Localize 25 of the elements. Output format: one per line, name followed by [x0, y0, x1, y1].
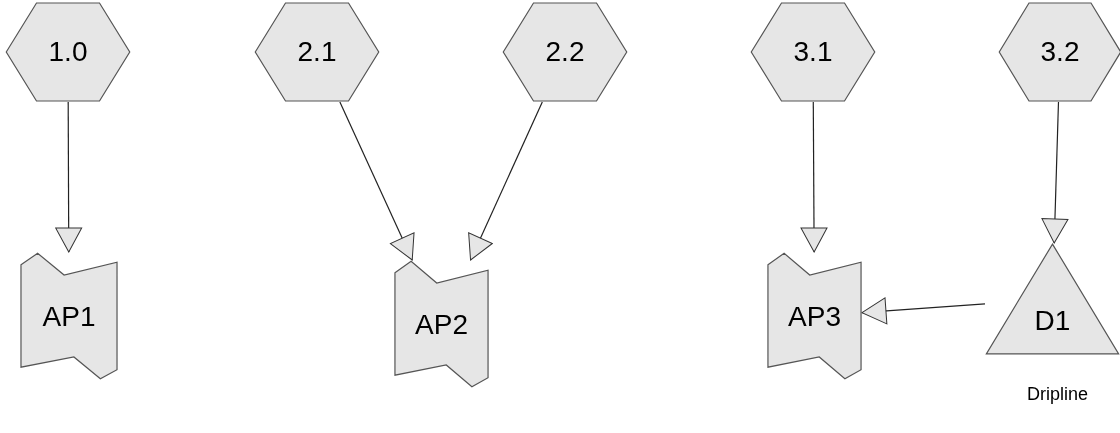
- node-label: 3.1: [793, 38, 833, 66]
- document-node: [20, 252, 118, 380]
- node-label: D1: [1034, 307, 1071, 335]
- hexagon-node: [750, 2, 876, 102]
- document-node: [767, 252, 862, 380]
- node-label: 3.2: [1040, 38, 1080, 66]
- arrow: [861, 297, 986, 325]
- arrow: [800, 101, 828, 253]
- document-node: [394, 260, 489, 388]
- triangle-node: [985, 243, 1120, 355]
- node-label: AP2: [415, 311, 468, 339]
- node-label: 2.1: [297, 38, 337, 66]
- node-label: AP1: [42, 303, 96, 331]
- node-label: 2.2: [545, 38, 585, 66]
- arrow: [55, 101, 83, 253]
- hexagon-node: [502, 2, 628, 102]
- hexagon-node: [5, 2, 131, 102]
- arrow: [339, 101, 415, 261]
- arrow: [1041, 101, 1069, 244]
- hexagon-node: [998, 2, 1120, 102]
- node-label: AP3: [788, 303, 841, 331]
- hexagon-node: [254, 2, 380, 102]
- node-label: 1.0: [48, 38, 88, 66]
- arrow: [468, 101, 543, 261]
- node-caption: Dripline: [1027, 385, 1089, 403]
